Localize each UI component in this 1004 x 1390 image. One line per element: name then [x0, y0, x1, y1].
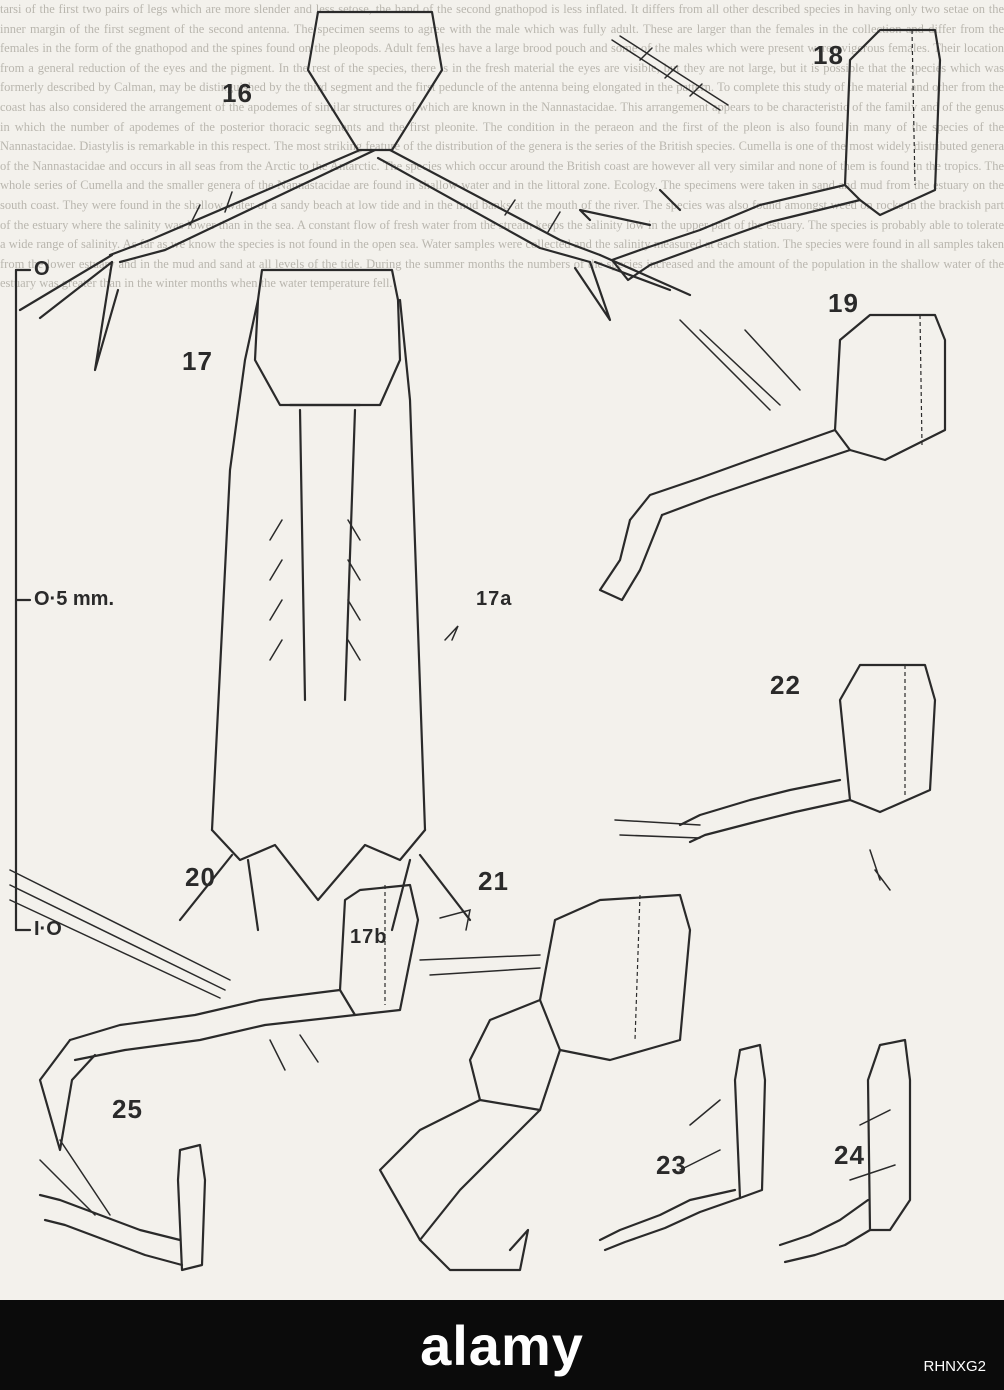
- figure-20-drawing: [9, 869, 420, 1152]
- scale-label-bottom: I·O: [34, 918, 62, 940]
- figure-23-drawing: [598, 1043, 767, 1252]
- figure-label-22: 22: [770, 670, 801, 700]
- figure-label-25: 25: [112, 1094, 143, 1124]
- figure-25-drawing: [38, 1139, 207, 1272]
- figure-21-drawing: [378, 893, 692, 1272]
- scale-label-top: O: [34, 258, 50, 280]
- background-text: tarsi of the first two pairs of legs whi…: [0, 2, 1004, 291]
- image-id: RHNXG2: [923, 1358, 986, 1375]
- figure-18-drawing: [578, 28, 942, 282]
- watermark-logo: alamy: [420, 1313, 584, 1377]
- figure-label-18: 18: [813, 40, 844, 70]
- scale-bar-drawing: [14, 268, 32, 932]
- figure-label-17b: 17b: [350, 926, 388, 948]
- figure-19-drawing: [598, 313, 947, 602]
- figure-label-24: 24: [834, 1140, 865, 1170]
- scale-label-middle: O·5 mm.: [34, 588, 115, 610]
- figure-label-17a: 17a: [476, 588, 513, 610]
- figure-label-19: 19: [828, 288, 859, 318]
- watermark-bar: alamy: [0, 1300, 1004, 1390]
- figure-label-20: 20: [185, 862, 216, 892]
- figure-16-drawing: [18, 10, 692, 372]
- figure-label-23: 23: [656, 1150, 687, 1180]
- drawings: [9, 10, 947, 1272]
- plate-figure: tarsi of the first two pairs of legs whi…: [0, 0, 1004, 1300]
- figure-24-drawing: [778, 1038, 912, 1264]
- figure-17b-drawing: [439, 908, 471, 931]
- figure-label-21: 21: [478, 866, 509, 896]
- figure-22-drawing: [614, 663, 937, 891]
- figure-label-17: 17: [182, 346, 213, 376]
- figure-17-drawing: [178, 268, 472, 932]
- figure-label-16: 16: [222, 78, 253, 108]
